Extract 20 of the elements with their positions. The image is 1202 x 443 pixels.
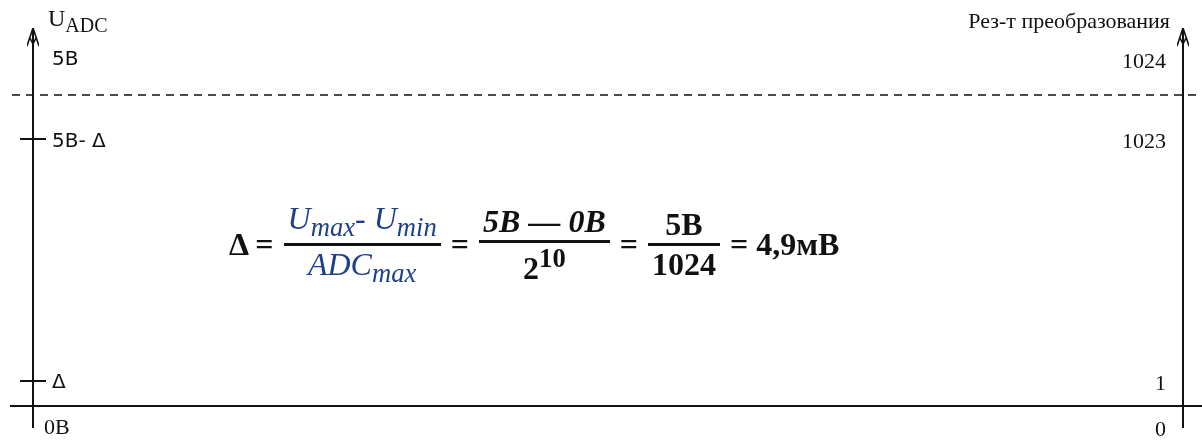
formula-term: 1024 [650, 246, 717, 283]
formula-term: = 4,9мВ [729, 226, 840, 264]
tick-label: 1023 [1122, 130, 1166, 152]
tick-label: 1024 [1122, 50, 1166, 72]
formula-term: = [450, 226, 470, 264]
tick-label: 5В- Δ [52, 130, 106, 150]
formula-term: 5В — 0В [482, 202, 607, 240]
formula-term: 5В [664, 206, 704, 244]
tick-label: 0В [44, 416, 70, 438]
formula-term: ADC$_{max}$ [305, 246, 418, 290]
tick-label: 0 [1155, 418, 1166, 440]
formula-term: 2$^{10}$ [522, 242, 567, 287]
axis-label: U$_{ADC}$ [48, 6, 108, 35]
formula-term: = [619, 226, 638, 264]
tick-label: 1 [1155, 372, 1166, 394]
tick-label: Δ [52, 371, 66, 391]
tick-label: 5В [52, 48, 79, 68]
formula-term: Δ = [229, 226, 274, 264]
formula-term: U$_{max}$- U$_{min}$ [286, 200, 438, 244]
axis-label: Рез-т преобразования [968, 10, 1170, 32]
